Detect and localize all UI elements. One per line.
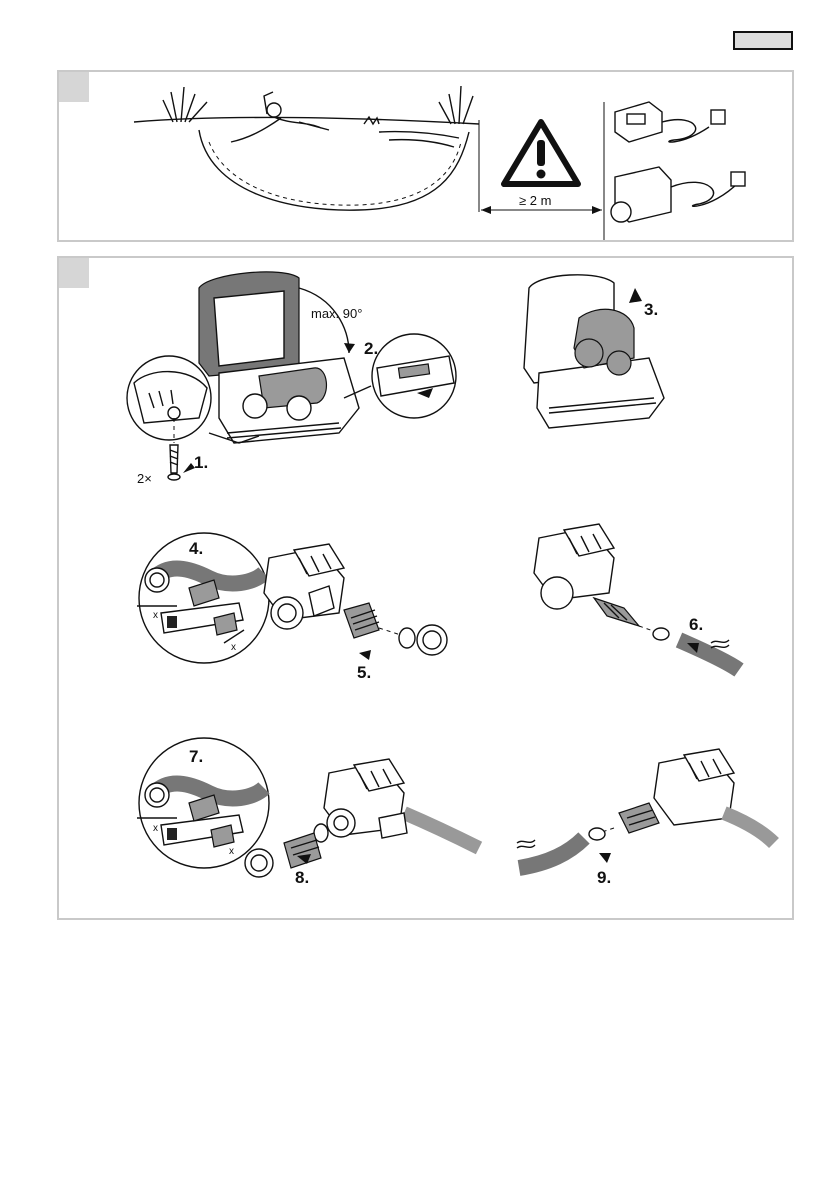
step-4-label: 4. bbox=[189, 539, 203, 558]
step-2-label: 2. bbox=[364, 339, 378, 358]
controller-illustration bbox=[615, 102, 725, 142]
step-1-label: 1. bbox=[194, 453, 208, 472]
step-6-label: 6. bbox=[689, 615, 703, 634]
pond-illustration bbox=[134, 86, 479, 210]
housing-open-illustration bbox=[199, 272, 359, 443]
dimension-label-c: x bbox=[153, 823, 158, 834]
outlet-fitting-illustration bbox=[245, 759, 479, 877]
angle-label: max. 90° bbox=[311, 306, 362, 321]
pump-removal-illustration bbox=[524, 275, 664, 428]
hose-attach-illustration-2 bbox=[517, 749, 774, 868]
step-8-label: 8. bbox=[295, 868, 309, 887]
step-7-label: 7. bbox=[189, 747, 203, 766]
dimension-label-b: x bbox=[231, 642, 236, 653]
warning-triangle-icon bbox=[504, 122, 578, 184]
panel-safety: ≥ 2 m bbox=[57, 70, 794, 242]
step-9-label: 9. bbox=[597, 868, 611, 887]
distance-label: ≥ 2 m bbox=[519, 193, 551, 208]
dimension-label-d: x bbox=[229, 846, 234, 857]
hose-attach-illustration bbox=[534, 524, 739, 670]
step-3-label: 3. bbox=[644, 300, 658, 319]
dimension-label-a: x bbox=[153, 610, 158, 621]
step-5-label: 5. bbox=[357, 663, 371, 682]
screw-count-label: 2× bbox=[137, 471, 152, 486]
page-tab bbox=[733, 31, 793, 50]
panel-installation: max. 90° 2× 1. 2. bbox=[57, 256, 794, 920]
pump-fitting-illustration bbox=[264, 544, 447, 660]
detail-circle-clip bbox=[344, 334, 456, 418]
pump-illustration bbox=[611, 167, 745, 222]
